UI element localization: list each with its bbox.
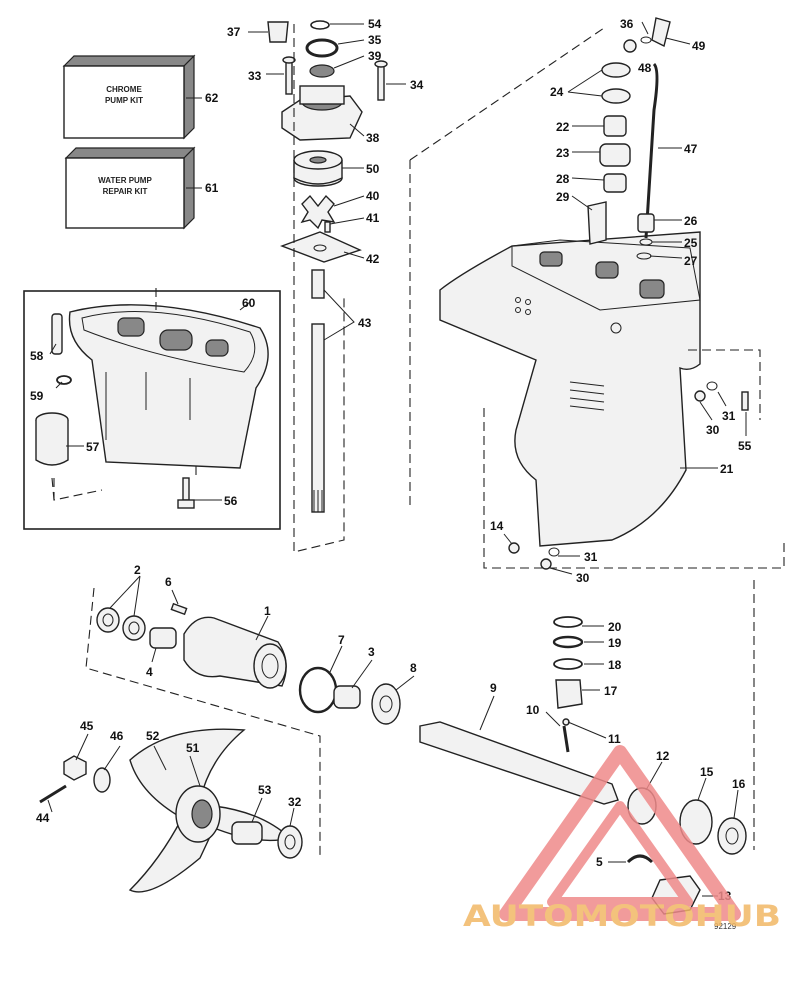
callout-31a: 31 [722, 409, 736, 423]
callout-32: 32 [288, 795, 302, 809]
callout-38: 38 [366, 131, 380, 145]
callout-39: 39 [368, 49, 382, 63]
chrome-pump-kit-box: CHROME PUMP KIT [62, 54, 196, 140]
automotohub-watermark: AUTOMOTOHUB [463, 745, 781, 933]
water-pump-parts [267, 20, 388, 513]
callout-1: 1 [264, 604, 271, 618]
propeller-parts [39, 728, 303, 893]
callout-55: 55 [738, 439, 752, 453]
drawing-number: 92129 [714, 922, 737, 931]
callout-61: 61 [205, 181, 219, 195]
callout-60: 60 [242, 296, 256, 310]
callout-53: 53 [258, 783, 272, 797]
callout-20: 20 [608, 620, 622, 634]
callout-31b: 31 [584, 550, 598, 564]
callout-48: 48 [638, 61, 652, 75]
gearcase-housing [439, 17, 749, 570]
callout-23: 23 [556, 146, 570, 160]
watermark-triangle-inner [547, 801, 693, 907]
callout-49: 49 [692, 39, 706, 53]
water-pump-kit-line2: REPAIR KIT [103, 187, 148, 196]
callout-51: 51 [186, 741, 200, 755]
callout-9: 9 [490, 681, 497, 695]
callout-28: 28 [556, 172, 570, 186]
callout-30a: 30 [706, 423, 720, 437]
callout-2: 2 [134, 563, 141, 577]
watermark-triangle-outer [499, 745, 741, 921]
callout-labels: 37 54 35 39 33 34 38 50 40 41 42 43 62 6… [30, 17, 752, 903]
callout-12: 12 [656, 749, 670, 763]
callout-16: 16 [732, 777, 746, 791]
callout-56: 56 [224, 494, 238, 508]
callout-10: 10 [526, 703, 540, 717]
callout-15: 15 [700, 765, 714, 779]
watermark-text: AUTOMOTOHUB [463, 899, 781, 933]
callout-46: 46 [110, 729, 124, 743]
callout-59: 59 [30, 389, 44, 403]
assembly-dashed-lines [51, 24, 785, 858]
callout-25: 25 [684, 236, 698, 250]
callout-4: 4 [146, 665, 153, 679]
callout-30b: 30 [576, 571, 590, 585]
callout-26: 26 [684, 214, 698, 228]
callout-36: 36 [620, 17, 634, 31]
callout-17: 17 [604, 684, 618, 698]
callout-50: 50 [366, 162, 380, 176]
callout-21: 21 [720, 462, 734, 476]
callout-8: 8 [410, 661, 417, 675]
callout-54: 54 [368, 17, 382, 31]
callout-19: 19 [608, 636, 622, 650]
callout-33: 33 [248, 69, 262, 83]
callout-14: 14 [490, 519, 504, 533]
callout-41: 41 [366, 211, 380, 225]
callout-43: 43 [358, 316, 372, 330]
water-pump-repair-kit-box: WATER PUMP REPAIR KIT [64, 146, 196, 230]
callout-24: 24 [550, 85, 564, 99]
callout-5: 5 [596, 855, 603, 869]
callout-42: 42 [366, 252, 380, 266]
callout-18: 18 [608, 658, 622, 672]
callout-62: 62 [205, 91, 219, 105]
callout-34: 34 [410, 78, 424, 92]
callout-57: 57 [86, 440, 100, 454]
callout-52: 52 [146, 729, 160, 743]
chrome-pump-kit-line2: PUMP KIT [105, 96, 143, 105]
callout-58: 58 [30, 349, 44, 363]
callout-leader-lines [47, 21, 747, 897]
chrome-pump-kit-line1: CHROME [106, 85, 142, 94]
callout-27: 27 [684, 254, 698, 268]
callout-40: 40 [366, 189, 380, 203]
callout-45: 45 [80, 719, 94, 733]
callout-35: 35 [368, 33, 382, 47]
callout-7: 7 [338, 633, 345, 647]
callout-22: 22 [556, 120, 570, 134]
callout-44: 44 [36, 811, 50, 825]
callout-11: 11 [608, 732, 621, 746]
water-pump-kit-line1: WATER PUMP [98, 176, 152, 185]
callout-6: 6 [165, 575, 172, 589]
callout-3: 3 [368, 645, 375, 659]
callout-29: 29 [556, 190, 570, 204]
callout-37: 37 [227, 25, 241, 39]
exhaust-housing-inset [23, 290, 281, 530]
callout-47: 47 [684, 142, 698, 156]
